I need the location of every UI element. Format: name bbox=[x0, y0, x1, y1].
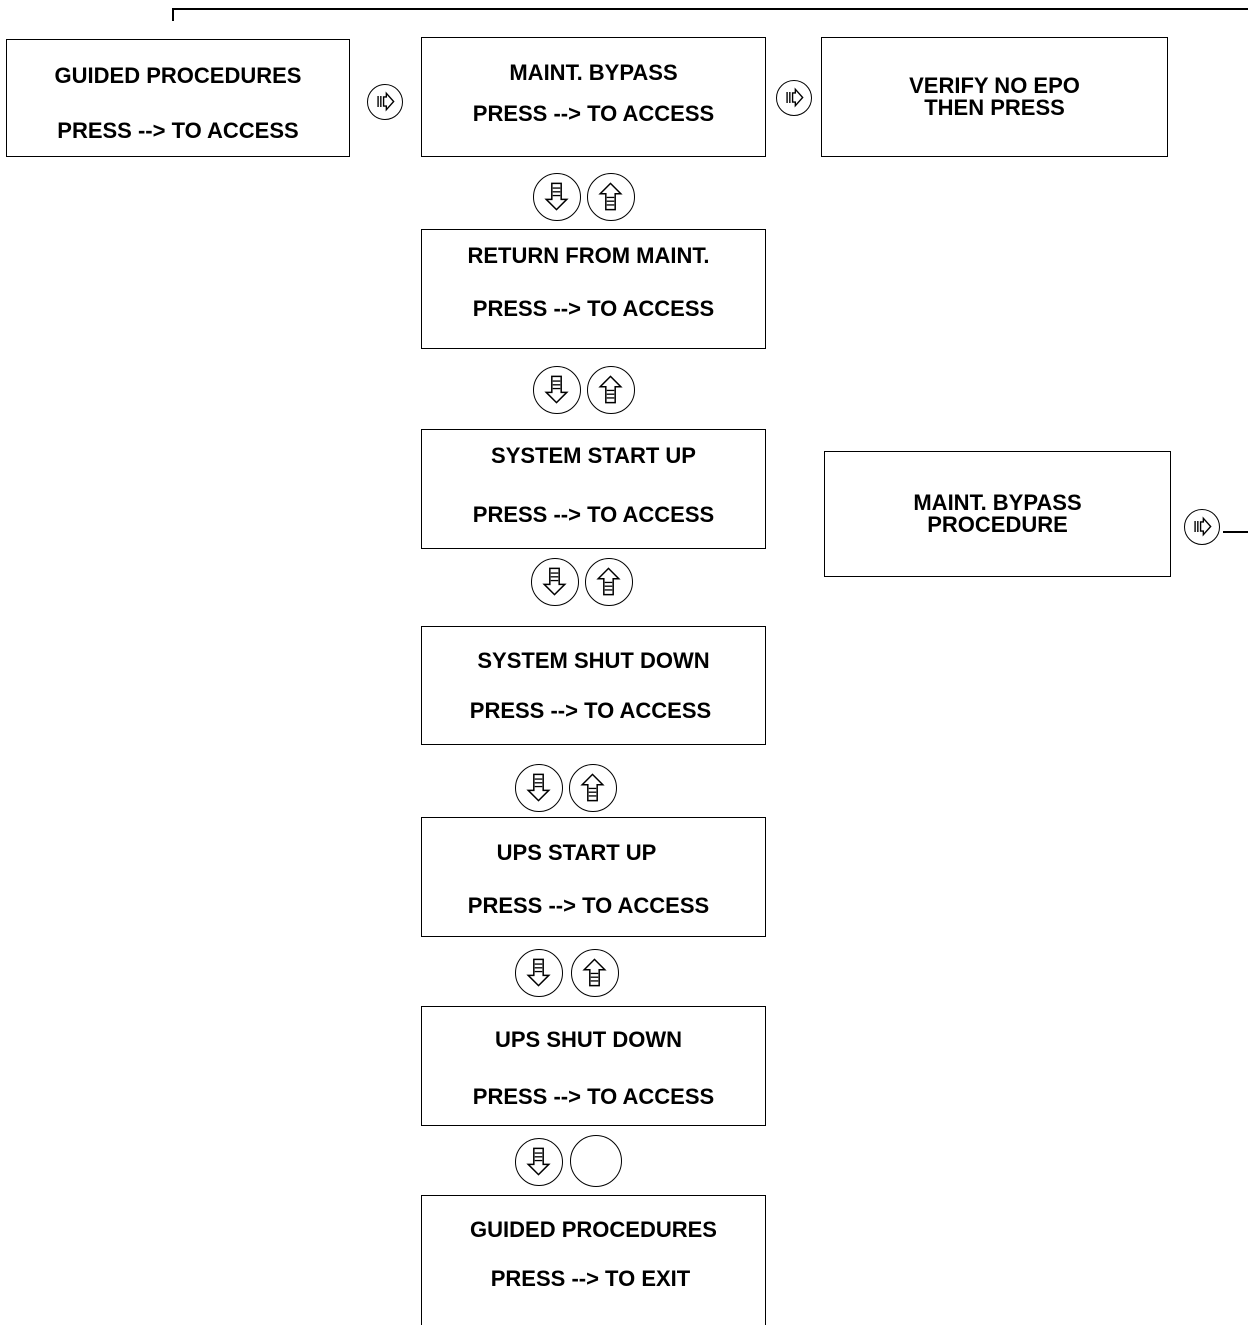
screen-line-2: PRESS --> TO ACCESS bbox=[467, 893, 710, 918]
scroll-down-button[interactable] bbox=[515, 949, 563, 997]
scroll-up-button[interactable] bbox=[587, 366, 635, 414]
enter-arrow-icon bbox=[377, 91, 395, 112]
scroll-up-icon bbox=[598, 375, 623, 404]
scroll-up-icon bbox=[596, 567, 621, 596]
screen-line-1: UPS SHUT DOWN bbox=[495, 1027, 682, 1052]
enter-button[interactable] bbox=[1184, 509, 1220, 545]
screen-system-start-up: SYSTEM START UP PRESS --> TO ACCESS bbox=[421, 429, 766, 549]
enter-button[interactable] bbox=[367, 84, 403, 120]
screen-line-1: GUIDED PROCEDURES bbox=[470, 1217, 717, 1242]
scroll-down-icon bbox=[542, 567, 567, 596]
scroll-down-button[interactable] bbox=[515, 764, 563, 812]
screen-maint-bypass: MAINT. BYPASS PRESS --> TO ACCESS bbox=[421, 37, 766, 157]
connector-top-horizontal bbox=[172, 8, 1248, 10]
screen-line-2: PRESS --> TO ACCESS bbox=[469, 698, 712, 723]
screen-maint-bypass-procedure: MAINT. BYPASS PROCEDURE bbox=[824, 451, 1171, 577]
connector-top-vertical bbox=[172, 8, 174, 21]
scroll-up-button[interactable] bbox=[585, 558, 633, 606]
screen-line-2: PRESS --> TO ACCESS bbox=[472, 101, 715, 126]
screen-line-1: GUIDED PROCEDURES bbox=[54, 63, 302, 88]
screen-line-2: PRESS --> TO ACCESS bbox=[472, 296, 715, 321]
scroll-down-button[interactable] bbox=[531, 558, 579, 606]
scroll-down-icon bbox=[544, 182, 569, 211]
screen-line-1: UPS START UP bbox=[496, 840, 657, 865]
enter-button[interactable] bbox=[776, 80, 812, 116]
screen-return-from-maint: RETURN FROM MAINT. PRESS --> TO ACCESS bbox=[421, 229, 766, 349]
screen-verify-no-epo: VERIFY NO EPO THEN PRESS bbox=[821, 37, 1168, 157]
screen-line-2: PRESS --> TO ACCESS bbox=[472, 1084, 715, 1109]
scroll-down-icon bbox=[526, 958, 551, 987]
scroll-down-icon bbox=[544, 375, 569, 404]
enter-arrow-icon bbox=[786, 87, 804, 108]
enter-arrow-icon bbox=[1194, 516, 1212, 537]
screen-system-shut-down: SYSTEM SHUT DOWN PRESS --> TO ACCESS bbox=[421, 626, 766, 745]
screen-line-2: PRESS --> TO EXIT bbox=[490, 1266, 691, 1291]
scroll-down-button[interactable] bbox=[533, 173, 581, 221]
scroll-up-button[interactable] bbox=[571, 949, 619, 997]
screen-line-2: PROCEDURE bbox=[927, 512, 1068, 537]
screen-line-2: PRESS --> TO ACCESS bbox=[472, 502, 715, 527]
screen-ups-shut-down: UPS SHUT DOWN PRESS --> TO ACCESS bbox=[421, 1006, 766, 1126]
scroll-up-button[interactable] bbox=[569, 764, 617, 812]
screen-line-1: MAINT. BYPASS bbox=[509, 60, 678, 85]
scroll-down-icon bbox=[526, 773, 551, 802]
scroll-up-icon bbox=[580, 773, 605, 802]
screen-line-1: MAINT. BYPASS bbox=[913, 490, 1082, 515]
screen-line-2: THEN PRESS bbox=[924, 95, 1065, 120]
screen-guided-procedures: GUIDED PROCEDURES PRESS --> TO ACCESS bbox=[6, 39, 350, 157]
screen-line-1: SYSTEM START UP bbox=[491, 443, 696, 468]
scroll-down-button[interactable] bbox=[533, 366, 581, 414]
connector-right-horizontal bbox=[1223, 531, 1248, 533]
screen-guided-procedures-exit: GUIDED PROCEDURES PRESS --> TO EXIT bbox=[421, 1195, 766, 1325]
screen-line-1: RETURN FROM MAINT. bbox=[467, 243, 710, 268]
scroll-down-icon bbox=[526, 1147, 551, 1176]
screen-ups-start-up: UPS START UP PRESS --> TO ACCESS bbox=[421, 817, 766, 937]
screen-line-1: VERIFY NO EPO bbox=[909, 73, 1080, 98]
screen-line-1: SYSTEM SHUT DOWN bbox=[477, 648, 710, 673]
scroll-up-icon bbox=[582, 958, 607, 987]
scroll-up-button[interactable] bbox=[587, 173, 635, 221]
screen-line-2: PRESS --> TO ACCESS bbox=[57, 118, 299, 143]
blank-button[interactable] bbox=[570, 1135, 622, 1187]
scroll-up-icon bbox=[598, 182, 623, 211]
scroll-down-button[interactable] bbox=[515, 1138, 563, 1186]
